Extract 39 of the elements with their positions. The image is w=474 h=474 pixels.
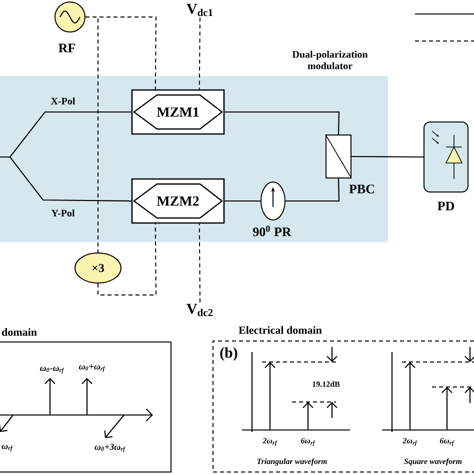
beam-combiner	[325, 134, 352, 179]
component-label: PD	[438, 202, 454, 210]
edge-label: Y-Pol	[51, 209, 75, 217]
polarization-rotator	[260, 182, 286, 220]
signal-source	[54, 2, 86, 32]
voltage-label: V$_{dc1}$	[186, 4, 212, 16]
frequency-label: 2ω$_{rf}$	[402, 438, 418, 446]
panel-heading: Electrical domain	[238, 326, 322, 334]
connector	[286, 178, 340, 202]
modulator-box: MZM1	[131, 89, 225, 135]
connector	[224, 200, 260, 202]
panel-letter: (b)	[220, 347, 238, 361]
component-label: RF	[58, 44, 76, 52]
frequency-label: 6ω$_{rf}$	[440, 438, 454, 446]
panel-heading: domain	[2, 328, 37, 336]
frequency-label: 2ω$_{rf}$	[262, 438, 278, 446]
multiplier: ×3	[74, 252, 122, 284]
component-label: PBC	[349, 184, 374, 194]
photodiode	[424, 122, 468, 192]
waveform-caption: Triangular waveform	[257, 458, 327, 466]
connector	[0, 156, 132, 202]
voltage-label: V$_{dc2}$	[186, 304, 213, 316]
component-label: 90$^{0}$ PR	[253, 226, 292, 236]
connector	[198, 17, 200, 90]
frequency-label: ω$_{0}$+3ω$_{rf}$	[94, 444, 126, 452]
connector	[224, 111, 340, 135]
edge-label: X-Pol	[50, 97, 76, 105]
connector	[352, 156, 424, 158]
module-heading: Dual-polarization modulator	[292, 50, 368, 70]
waveform-caption: Square waveform	[404, 458, 462, 466]
power-difference-label: 19.12dB	[312, 381, 340, 387]
connector	[85, 16, 98, 253]
frequency-label: ω$_{rf}$	[2, 444, 13, 452]
modulator-box: MZM2	[131, 178, 225, 224]
connector	[198, 223, 200, 303]
connector	[98, 223, 156, 296]
frequency-label: ω$_{0}$+ω$_{rf}$	[78, 364, 106, 372]
frequency-label: ω$_{0}$-ω$_{rf}$	[40, 366, 64, 374]
frequency-label: 6ω$_{rf}$	[300, 438, 316, 446]
